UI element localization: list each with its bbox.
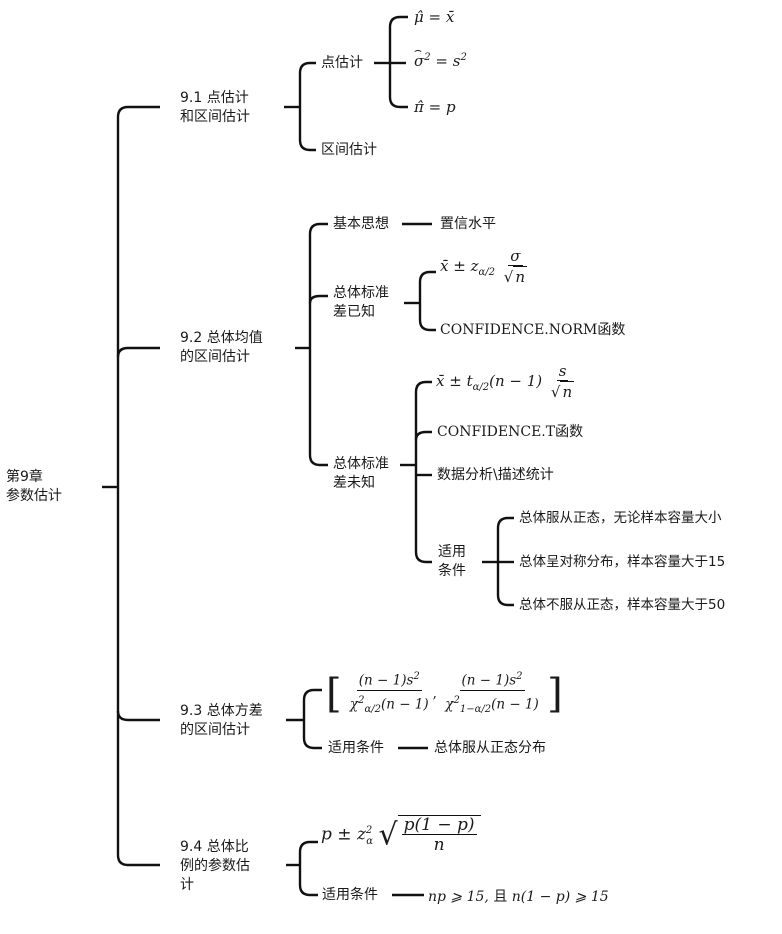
node-label-line: 差未知 xyxy=(333,475,375,491)
connector-known-bracket xyxy=(418,270,436,332)
sigma-unknown-node[interactable]: 总体标准 差未知 xyxy=(333,455,389,493)
sample-size-condition-node[interactable]: np ⩾ 15, 且 n(1 − p) ⩾ 15 xyxy=(428,889,609,905)
section-9-2[interactable]: 9.2 总体均值 的区间估计 xyxy=(180,329,263,367)
formula-proportion-interval[interactable]: p ± z2α √ p(1 − p) n xyxy=(321,815,481,855)
fraction: (n − 1)s2 χ21−α/2(n − 1) xyxy=(443,668,541,720)
normal-distribution-node[interactable]: 总体服从正态分布 xyxy=(434,740,546,756)
formula-t-interval[interactable]: x̄ ± tα/2(n − 1) s √n xyxy=(436,362,578,402)
condition-item[interactable]: 总体不服从正态，样本容量大于50 xyxy=(519,597,726,613)
confidence-norm-node[interactable]: CONFIDENCE.NORM函数 xyxy=(440,322,626,338)
section-9-1[interactable]: 9.1 点估计 和区间估计 xyxy=(180,89,250,127)
node-label-line: 适用 xyxy=(438,544,466,560)
connector-unknown-mid1 xyxy=(414,430,432,441)
formula-sigma-hat[interactable]: ⌢ σ2 = s2 xyxy=(414,43,467,70)
root-line1: 第9章 xyxy=(6,469,43,485)
root-line2: 参数估计 xyxy=(6,488,62,504)
node-label-line: 差已知 xyxy=(333,304,375,320)
connector-trunk xyxy=(116,105,160,867)
fraction: s √n xyxy=(550,362,575,401)
connector-sec2 xyxy=(116,346,160,358)
node-label-line: 条件 xyxy=(438,563,466,579)
formula-mu-hat[interactable]: μ̂ = x̄ xyxy=(414,8,455,26)
connector-sec3 xyxy=(116,710,160,722)
section-title-line: 的区间估计 xyxy=(180,722,250,738)
connector-9-3-bracket xyxy=(302,688,322,750)
confidence-t-node[interactable]: CONFIDENCE.T函数 xyxy=(437,424,584,440)
descriptive-stats-node[interactable]: 数据分析\描述统计 xyxy=(437,467,554,483)
section-title-line: 的区间估计 xyxy=(180,349,250,365)
section-title-line: 和区间估计 xyxy=(180,109,250,125)
fraction: (n − 1)s2 χ2α/2(n − 1) xyxy=(348,668,431,720)
condition-item[interactable]: 总体服从正态，无论样本容量大小 xyxy=(519,510,722,526)
connector-unknown-bracket xyxy=(414,380,432,564)
formula-pi-hat[interactable]: π̂ = p xyxy=(414,98,456,116)
conditions-node[interactable]: 适用 条件 xyxy=(438,543,466,581)
confidence-level-node[interactable]: 置信水平 xyxy=(440,216,496,232)
connector-9-4-bracket xyxy=(298,840,318,897)
basic-idea-node[interactable]: 基本思想 xyxy=(333,216,389,232)
condition-item[interactable]: 总体呈对称分布，样本容量大于15 xyxy=(519,554,726,570)
fraction: p(1 − p) n xyxy=(401,815,477,855)
formula-z-interval[interactable]: x̄ ± zα/2 σ √n xyxy=(440,247,531,287)
section-title-line: 计 xyxy=(180,877,194,893)
fraction: σ √n xyxy=(503,247,528,286)
formula-chi-interval[interactable]: [ (n − 1)s2 χ2α/2(n − 1) , (n − 1)s2 χ21… xyxy=(326,668,563,720)
section-title-line: 9.2 总体均值 xyxy=(180,330,263,346)
interval-estimate-node[interactable]: 区间估计 xyxy=(321,142,377,158)
node-label-line: 总体标准 xyxy=(333,285,389,301)
section-title-line: 9.1 点估计 xyxy=(180,90,249,106)
root-node[interactable]: 第9章 参数估计 xyxy=(6,468,62,506)
conditions-node[interactable]: 适用条件 xyxy=(322,887,378,903)
connector-9-1-bracket xyxy=(298,61,316,152)
section-title-line: 9.3 总体方差 xyxy=(180,703,263,719)
connector-9-2-bracket xyxy=(308,222,328,467)
node-label-line: 总体标准 xyxy=(333,456,389,472)
sigma-known-node[interactable]: 总体标准 差已知 xyxy=(333,284,389,322)
connector-9-2-mid xyxy=(308,294,328,304)
section-9-4[interactable]: 9.4 总体比 例的参数估 计 xyxy=(180,838,250,895)
section-9-3[interactable]: 9.3 总体方差 的区间估计 xyxy=(180,702,263,740)
section-title-line: 9.4 总体比 xyxy=(180,839,249,855)
conditions-node[interactable]: 适用条件 xyxy=(328,740,384,756)
section-title-line: 例的参数估 xyxy=(180,858,250,874)
point-estimate-node[interactable]: 点估计 xyxy=(321,55,363,71)
